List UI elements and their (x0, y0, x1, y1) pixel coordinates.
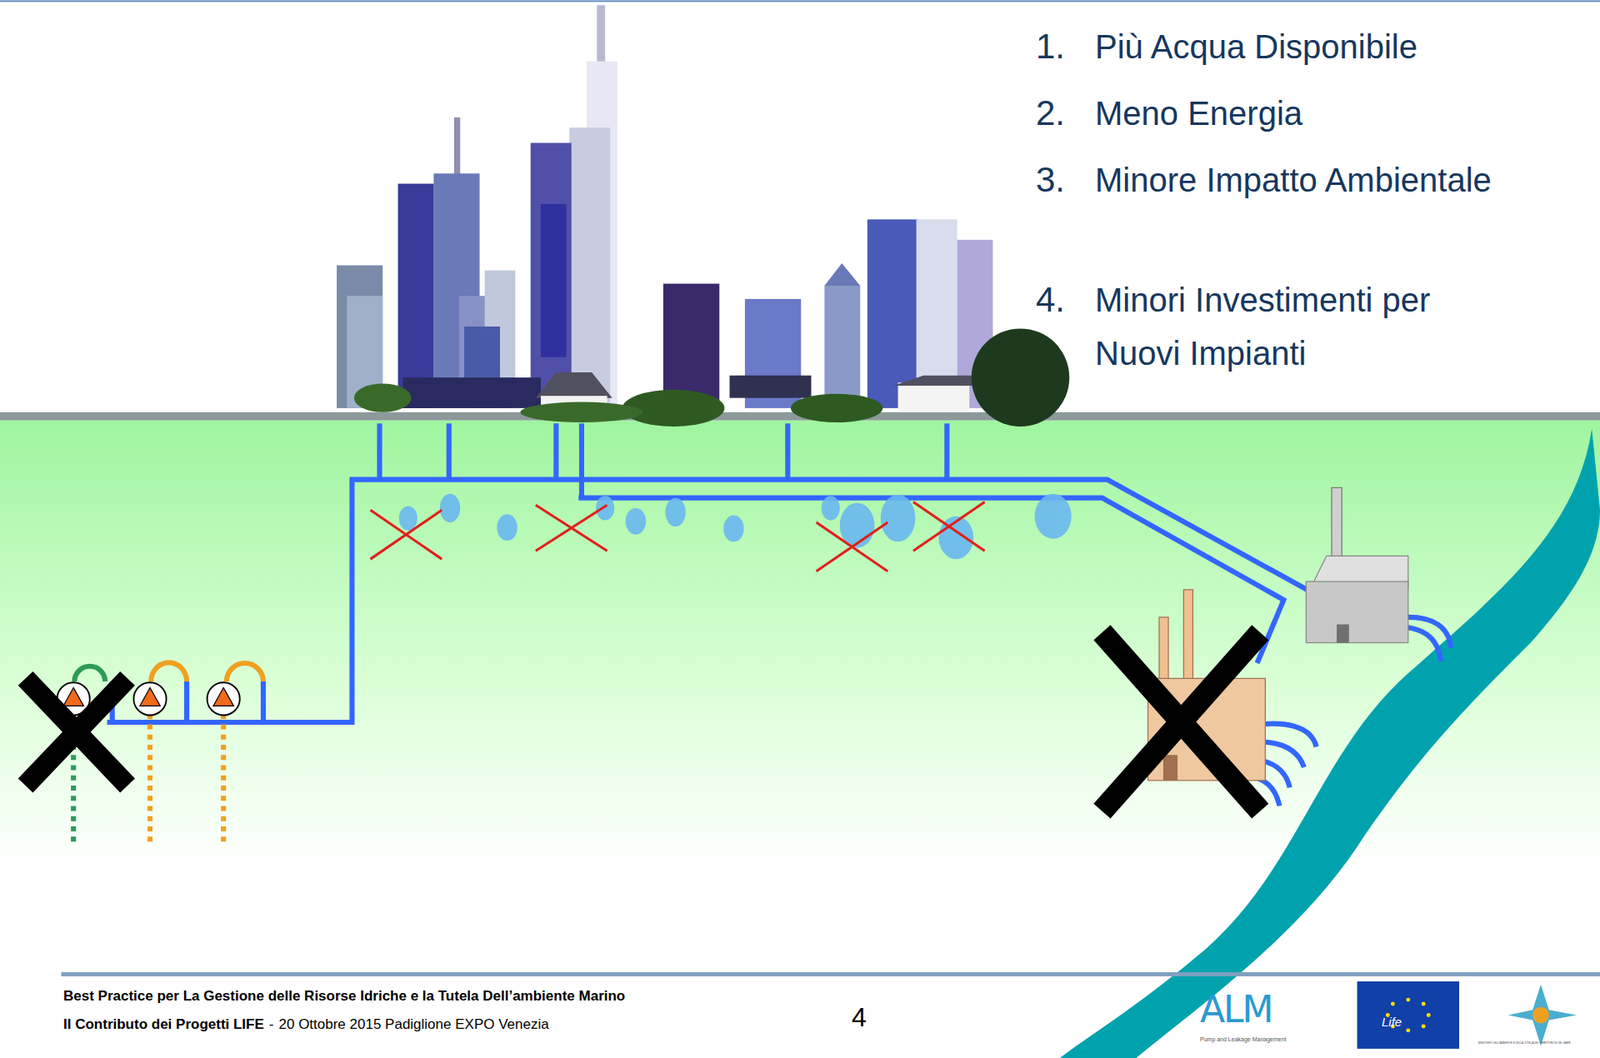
list-number: 3. (1035, 153, 1065, 207)
benefit-item: Minore Impatto Ambientale (1095, 153, 1495, 207)
logo-text: ALM (1200, 991, 1273, 1029)
list-number: 2. (1035, 86, 1065, 140)
footer-date: 20 Ottobre 2015 Padiglione EXPO Venezia (279, 1016, 550, 1034)
logo-caption: Pump and Leakage Management (1200, 1036, 1287, 1043)
list-number: 1. (1035, 20, 1065, 74)
benefit-item: Minori Investimenti per Nuovi Impianti (1095, 273, 1495, 380)
footer-separator: - (269, 1016, 275, 1034)
page-number: 4 (851, 1002, 867, 1034)
footer-title: Best Practice per La Gestione delle Riso… (63, 988, 625, 1005)
footer-subtitle: Il Contributo dei Progetti LIFE (63, 1016, 265, 1034)
logo-caption: MINISTERO DELL’AMBIENTE E DELLA TUTELA D… (1478, 1041, 1595, 1045)
logo-text: Life (1381, 1015, 1402, 1030)
footer-row: Il Contributo dei Progetti LIFE-20 Ottob… (63, 1016, 550, 1034)
list-number: 4. (1035, 273, 1065, 327)
benefit-item: Più Acqua Disponibile (1095, 20, 1495, 74)
benefit-item: Meno Energia (1095, 86, 1495, 140)
